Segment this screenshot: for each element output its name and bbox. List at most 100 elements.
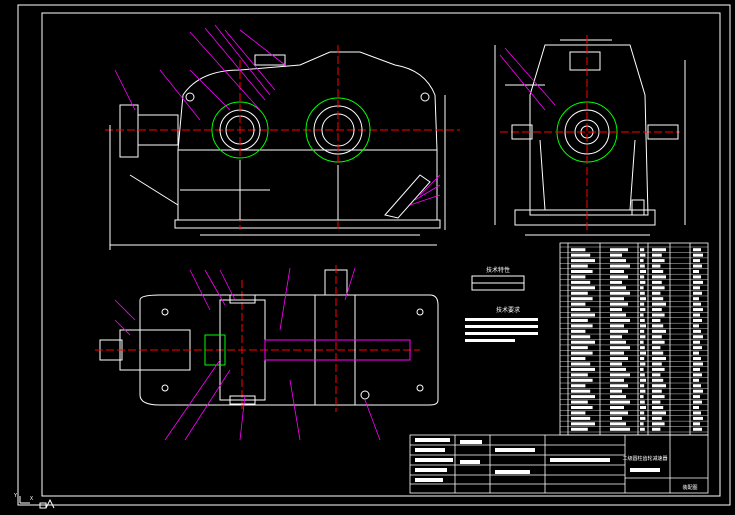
parts-list-cell-text bbox=[652, 346, 661, 350]
parts-list-cell-text bbox=[693, 351, 699, 355]
parts-list-cell-text bbox=[652, 269, 664, 274]
parts-list-cell-text bbox=[610, 286, 626, 290]
parts-list-cell-text bbox=[640, 248, 645, 252]
parts-list-cell-text bbox=[693, 329, 701, 333]
top-section-view bbox=[95, 265, 439, 412]
parts-list-cell-text bbox=[640, 384, 645, 388]
parts-list-cell-text bbox=[640, 378, 646, 382]
parts-list-cell-text bbox=[640, 373, 645, 377]
parts-list-cell-text bbox=[571, 362, 591, 366]
parts-list-cell-text bbox=[652, 411, 666, 415]
parts-list-cell-text bbox=[610, 395, 626, 399]
parts-list-cell-text bbox=[610, 275, 628, 279]
parts-list-cell-text bbox=[652, 286, 665, 290]
parts-list-cell-text bbox=[693, 318, 702, 322]
parts-list-cell-text bbox=[610, 291, 630, 295]
title-block-cell-text bbox=[415, 478, 443, 482]
parts-list-cell-text bbox=[693, 400, 702, 404]
parts-list-cell-text bbox=[693, 291, 702, 295]
parts-list-cell-text bbox=[693, 308, 703, 312]
parts-list-cell-text bbox=[610, 313, 626, 317]
parts-list-cell-text bbox=[610, 427, 630, 431]
parts-list-cell-text bbox=[640, 291, 645, 295]
parts-list-cell-text bbox=[571, 384, 586, 388]
parts-list-cell-text bbox=[610, 324, 624, 328]
side-view bbox=[494, 35, 686, 236]
parts-list-cell-text bbox=[652, 351, 664, 355]
parts-list-cell-text bbox=[693, 384, 701, 388]
parts-list-cell-text bbox=[693, 395, 700, 399]
parts-list-cell-text bbox=[652, 340, 665, 344]
parts-list-cell-text bbox=[652, 405, 664, 410]
parts-list-cell-text bbox=[652, 378, 664, 382]
parts-list-rows bbox=[560, 246, 708, 433]
parts-list-cell-text bbox=[652, 335, 662, 339]
parts-list-cell-text bbox=[571, 308, 591, 312]
parts-list-cell-text bbox=[610, 346, 630, 350]
parts-list-cell-text bbox=[652, 248, 666, 252]
parts-list-cell-text bbox=[693, 427, 702, 431]
technical-characteristics-box: 技术特性 bbox=[471, 266, 525, 291]
parts-list-cell-text bbox=[640, 346, 645, 350]
parts-list-cell-text bbox=[640, 308, 646, 312]
parts-list-cell-text bbox=[610, 248, 628, 252]
parts-list-cell-text bbox=[652, 253, 662, 257]
title-block-cell-text bbox=[495, 448, 535, 452]
parts-list-cell-text bbox=[652, 422, 665, 426]
axis-x-label: X bbox=[30, 496, 33, 502]
parts-list-cell-text bbox=[652, 329, 666, 333]
parts-list-cell-text bbox=[571, 335, 591, 339]
parts-list-cell-text bbox=[640, 318, 645, 322]
parts-list-cell-text bbox=[693, 248, 701, 252]
parts-list-cell-text bbox=[693, 259, 700, 263]
parts-list-cell-text bbox=[652, 373, 661, 377]
parts-list-cell-text bbox=[571, 253, 591, 257]
technical-characteristics-title: 技术特性 bbox=[486, 266, 510, 274]
parts-list-cell-text bbox=[640, 427, 645, 431]
parts-list-cell-text bbox=[693, 335, 703, 339]
parts-list-cell-text bbox=[652, 297, 664, 301]
front-view bbox=[105, 45, 460, 250]
parts-list-cell-text bbox=[652, 416, 662, 420]
parts-list-cell-text bbox=[652, 395, 665, 399]
parts-list-cell-text bbox=[693, 280, 703, 284]
parts-list-cell-text bbox=[693, 340, 700, 344]
parts-list-cell-text bbox=[640, 400, 645, 404]
parts-list-cell-text bbox=[571, 346, 588, 350]
parts-list-cell-text bbox=[610, 400, 630, 404]
parts-list-cell-text bbox=[652, 259, 665, 263]
parts-list-cell-text bbox=[571, 286, 595, 290]
parts-list-cell-text bbox=[640, 411, 645, 415]
parts-list-cell-text bbox=[652, 384, 666, 388]
parts-list-cell-text bbox=[571, 280, 591, 284]
parts-list-cell-text bbox=[610, 335, 622, 339]
parts-list-cell-text bbox=[640, 362, 646, 366]
title-block-fills bbox=[415, 438, 660, 482]
parts-list-cell-text bbox=[693, 286, 700, 290]
front-view-leaders bbox=[114, 24, 441, 206]
parts-list-cell-text bbox=[693, 302, 701, 306]
parts-list-cell-text bbox=[652, 367, 665, 371]
title-block-cell-text bbox=[415, 468, 447, 472]
parts-list-cell-text bbox=[693, 269, 699, 274]
parts-list-cell-text bbox=[640, 313, 644, 317]
parts-list-cell-text bbox=[571, 291, 588, 295]
parts-list-cell-text bbox=[571, 313, 595, 317]
parts-list-cell-text bbox=[571, 422, 595, 426]
parts-list-cell-text bbox=[640, 259, 644, 263]
parts-list-cell-text bbox=[693, 416, 703, 420]
parts-list-cell-text bbox=[571, 248, 586, 252]
parts-list-cell-text bbox=[693, 346, 702, 350]
title-block-cell-text bbox=[495, 470, 530, 474]
title-block-cell-text bbox=[630, 468, 660, 472]
parts-list-cell-text bbox=[610, 340, 626, 344]
parts-list-cell-text bbox=[610, 259, 626, 263]
parts-list-cell-text bbox=[610, 422, 626, 426]
parts-list-cell-text bbox=[640, 340, 644, 344]
parts-list-cell-text bbox=[571, 357, 586, 361]
ucs-axis-icon bbox=[19, 496, 55, 509]
parts-list-cell-text bbox=[652, 324, 664, 328]
parts-list-cell-text bbox=[640, 297, 646, 301]
parts-list-cell-text bbox=[693, 275, 701, 279]
